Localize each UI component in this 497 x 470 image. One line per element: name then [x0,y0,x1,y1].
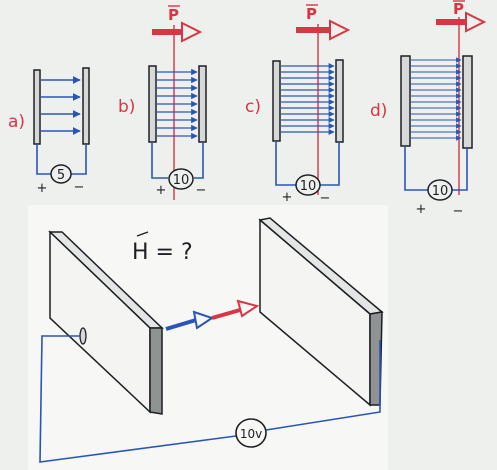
panel-label: c) [245,97,261,117]
battery [235,418,267,448]
vector-bar [136,231,149,237]
momentum-arrow-icon [152,21,203,43]
wire-right [194,142,204,179]
wire-right [452,148,468,191]
right-plate [198,65,207,143]
minus-sign: − [320,191,331,206]
field-lines [411,57,462,141]
plus-sign: + [156,183,167,198]
plus-sign: + [37,181,48,196]
panel-d: d) P 10 + − [370,0,487,219]
left-plate-edge [149,327,163,415]
field-lines [281,63,335,135]
wire-left [39,335,237,463]
red-particle-arrow-icon [211,299,260,320]
battery-value: 10 [432,184,449,199]
panel-c: c) P 10 + − [245,4,351,206]
wire-right [320,142,340,186]
plus-sign: + [282,190,293,205]
left-plate [272,60,281,142]
minus-sign: − [453,204,464,219]
right-plate [82,67,90,145]
momentum-arrow-icon [436,11,487,33]
battery [50,164,72,184]
right-plate [335,59,344,143]
panel-label: b) [118,97,135,117]
wire-left [275,141,296,186]
momentum-arrow-icon [296,19,351,41]
left-plate [400,55,411,147]
wire-left [36,144,53,175]
battery [168,168,194,190]
panel-a: a) 5 + − [8,67,90,196]
wire-left [404,146,428,191]
battery [295,174,321,196]
panel-b: b) P 10 + − [118,5,207,200]
battery-value: 10v [240,427,262,441]
question-label: H = ? [132,240,193,265]
momentum-label: P [306,5,317,23]
wire-right [265,340,381,431]
battery-value: 10 [173,173,190,188]
plus-sign: + [416,202,427,217]
battery [427,179,453,201]
minus-sign: − [74,180,85,195]
momentum-label: P [453,0,464,18]
blue-particle-arrow-icon [165,310,215,331]
battery-value: 5 [57,168,65,183]
panel-label: d) [370,101,387,121]
left-plate [148,65,157,143]
right-plate [462,55,473,149]
wire-right [69,144,87,175]
left-contact [79,327,87,345]
bottom-setup: H = ? 10v [39,217,384,463]
momentum-label: P [168,6,179,24]
minus-sign: − [196,183,207,198]
battery-value: 10 [300,179,317,194]
left-plate [33,69,41,145]
panel-label: a) [8,112,25,132]
wire-left [151,142,168,179]
field-lines [41,76,81,135]
field-lines [157,68,198,140]
